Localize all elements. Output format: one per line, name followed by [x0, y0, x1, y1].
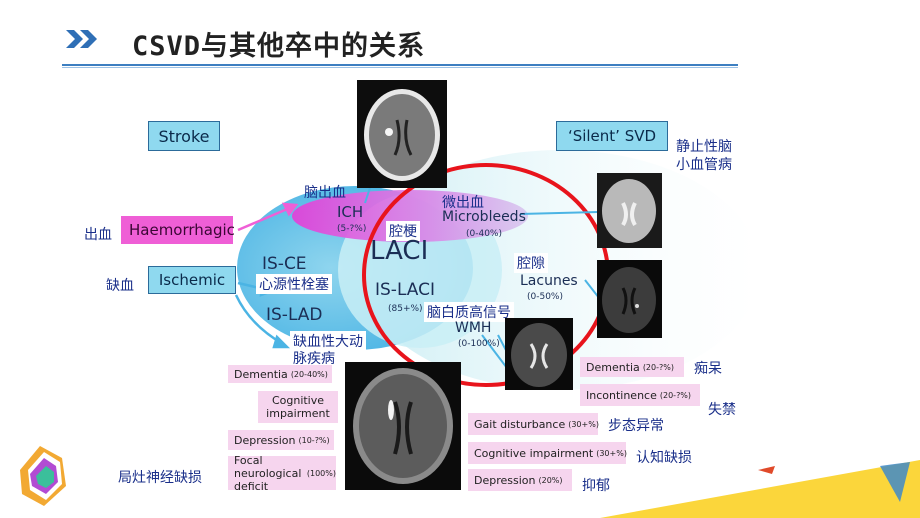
left-outcome-focal-cn: 局灶神经缺损 [118, 470, 202, 486]
laci-label: LACI [370, 236, 429, 266]
lacunes-mri-image [597, 260, 662, 338]
left-outcome-dementia: Dementia(20-40%) [228, 365, 332, 383]
title-rule [62, 64, 738, 66]
is-ce-cn: 心源性栓塞 [256, 274, 332, 294]
ich-cn: 脑出血 [304, 185, 346, 201]
right-outcome-dementia: Dementia(20-?%) [580, 357, 684, 377]
right-outcome-depression: Depression(20%) [468, 469, 572, 491]
wmh-pct: (0-100%) [458, 339, 500, 349]
wmh-cn: 脑白质高信号 [424, 302, 514, 322]
left-outcome-cognitive: Cognitive impairment [258, 391, 338, 423]
ischemic-cn: 缺血 [106, 278, 134, 294]
corner-accent-yellow [600, 460, 920, 518]
ich-pct: (5-?%) [337, 224, 367, 234]
page-title: CSVD与其他卒中的关系 [132, 31, 426, 62]
left-outcome-focal: Focal neurological deficit(100%) [228, 454, 336, 493]
microbleeds-label: Microbleeds [442, 209, 526, 225]
left-outcome-depression: Depression(10-?%) [228, 430, 334, 450]
logo-icon [20, 446, 66, 506]
laci-cn: 腔梗 [386, 221, 420, 241]
is-laci-pct: (85+%) [388, 304, 423, 314]
right-outcome-depression-cn: 抑郁 [582, 478, 610, 494]
haemorrhagic-cn: 出血 [84, 227, 112, 243]
right-outcome-gait: Gait disturbance(30+%) [468, 413, 599, 435]
silent-svd-cn-2: 小血管病 [676, 157, 732, 173]
lacunes-label: Lacunes [520, 273, 578, 289]
ischemic-box: Ischemic [148, 266, 236, 294]
is-ce-label: IS-CE [262, 254, 307, 274]
right-outcome-dementia-cn: 痴呆 [694, 361, 722, 377]
silent-svd-label-box: ‘Silent’ SVD [556, 121, 668, 151]
title-rule-thin [62, 67, 738, 68]
lacunes-pct: (0-50%) [527, 292, 563, 302]
stroke-label-box: Stroke [148, 121, 220, 151]
microbleeds-pct: (0-40%) [466, 229, 502, 239]
corner-accent-blue [880, 462, 910, 502]
microbleeds-cn: 微出血 [442, 195, 484, 211]
haemorrhagic-box: Haemorrhagic [121, 216, 235, 244]
wmh-label: WMH [455, 320, 492, 336]
right-outcome-cognitive-cn: 认知缺损 [636, 450, 692, 466]
microbleeds-mri-image [597, 173, 662, 248]
right-outcome-incontinence: Incontinence(20-?%) [580, 384, 700, 406]
right-outcome-cognitive: Cognitive impairment(30+%) [468, 442, 627, 464]
is-lad-cn-1: 缺血性大动 [290, 331, 366, 351]
lacunes-cn: 腔隙 [514, 253, 548, 273]
ct-brain-image [357, 80, 447, 188]
right-outcome-incontinence-cn: 失禁 [708, 402, 736, 418]
is-laci-label: IS-LACI [375, 280, 436, 300]
haemorrhagic-region [292, 190, 528, 242]
right-outcome-gait-cn: 步态异常 [608, 418, 664, 434]
silent-svd-cn-1: 静止性脑 [676, 139, 732, 155]
wmh-mri-image [505, 318, 573, 390]
is-lad-label: IS-LAD [266, 305, 323, 325]
dwi-brain-image [345, 362, 461, 490]
is-lad-cn-2: 脉疾病 [290, 348, 338, 368]
ich-label: ICH [337, 203, 364, 221]
chevron-double-icon [66, 28, 102, 54]
corner-accent-red [758, 466, 775, 474]
